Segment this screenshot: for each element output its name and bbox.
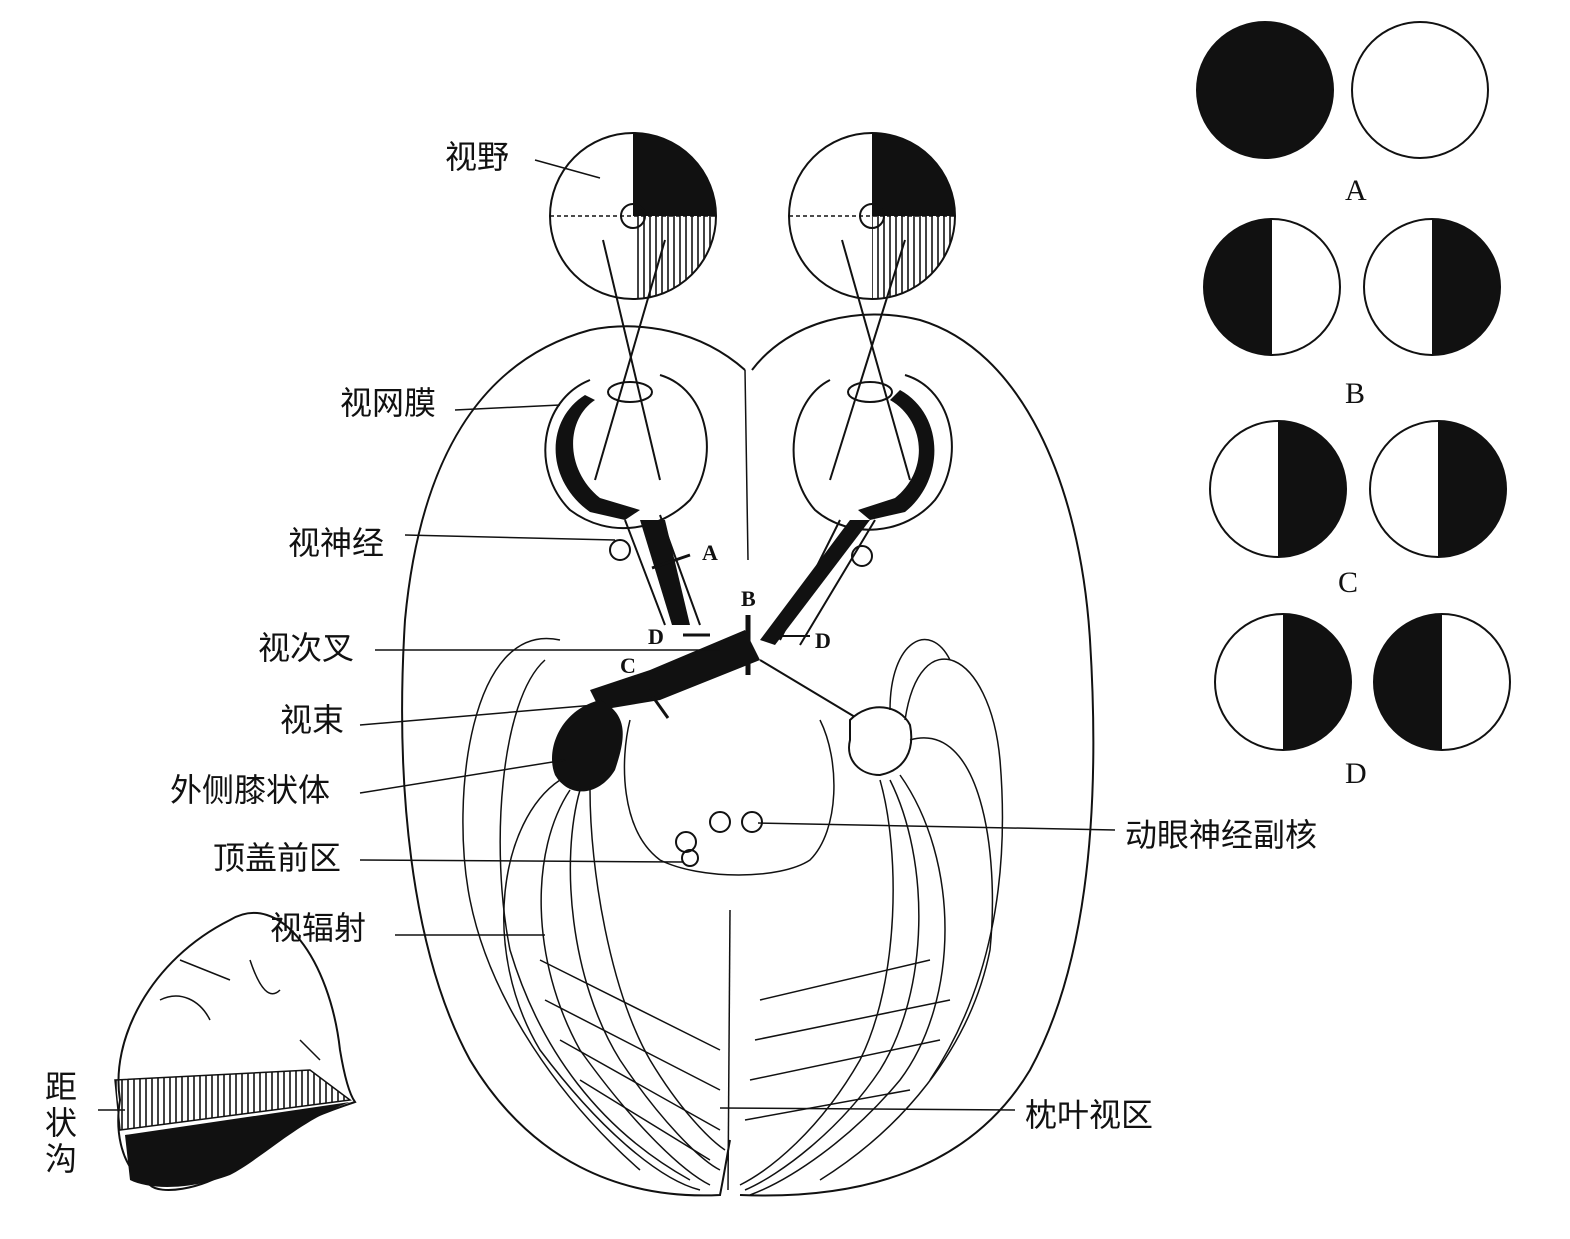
eye-left [544,374,708,626]
label-optic-chiasm: 视次叉 [258,629,354,667]
label-accessory-oculomotor-nucleus: 动眼神经副核 [1125,816,1317,854]
field-label: A [1345,174,1367,207]
lesion-marker-b: B [741,586,756,611]
leader-lines [98,159,1116,1111]
brain-outline [401,313,1095,1197]
visual-field-left [549,132,717,481]
lesion-marker-d-left: D [648,624,664,649]
field-defect-b: B [1203,218,1501,410]
optic-radiation-left [462,637,726,1191]
eye-right [760,374,953,646]
label-calcarine-3: 沟 [45,1140,77,1178]
label-occipital-visual-area: 枕叶视区 [1025,1096,1153,1134]
lateral-brain-inset [114,912,357,1191]
field-defect-c: C [1209,420,1507,599]
field-label: D [1345,757,1367,790]
field-label: C [1338,566,1358,599]
lesion-marker-c: C [620,653,636,678]
field-left-eye [1196,21,1334,159]
field-defect-a: A [1196,21,1489,207]
label-calcarine-1: 距 [45,1068,77,1106]
label-optic-nerve: 视神经 [288,524,384,562]
label-calcarine-2: 状 [45,1104,77,1142]
optic-radiation-right [739,639,1004,1196]
label-retina: 视网膜 [340,384,436,422]
label-pretectal-area: 顶盖前区 [213,839,341,877]
field-defect-d: D [1214,613,1511,790]
field-right-eye [1351,21,1489,159]
label-optic-radiation: 视辐射 [270,909,366,947]
label-lateral-geniculate: 外侧膝状体 [170,771,330,809]
label-optic-tract: 视束 [280,701,344,739]
field-label: B [1345,377,1365,410]
lesion-marker-d-right: D [815,628,831,653]
visual-field-right [788,132,956,481]
lesion-marker-a: A [702,540,718,565]
label-visual-field: 视野 [445,138,509,176]
